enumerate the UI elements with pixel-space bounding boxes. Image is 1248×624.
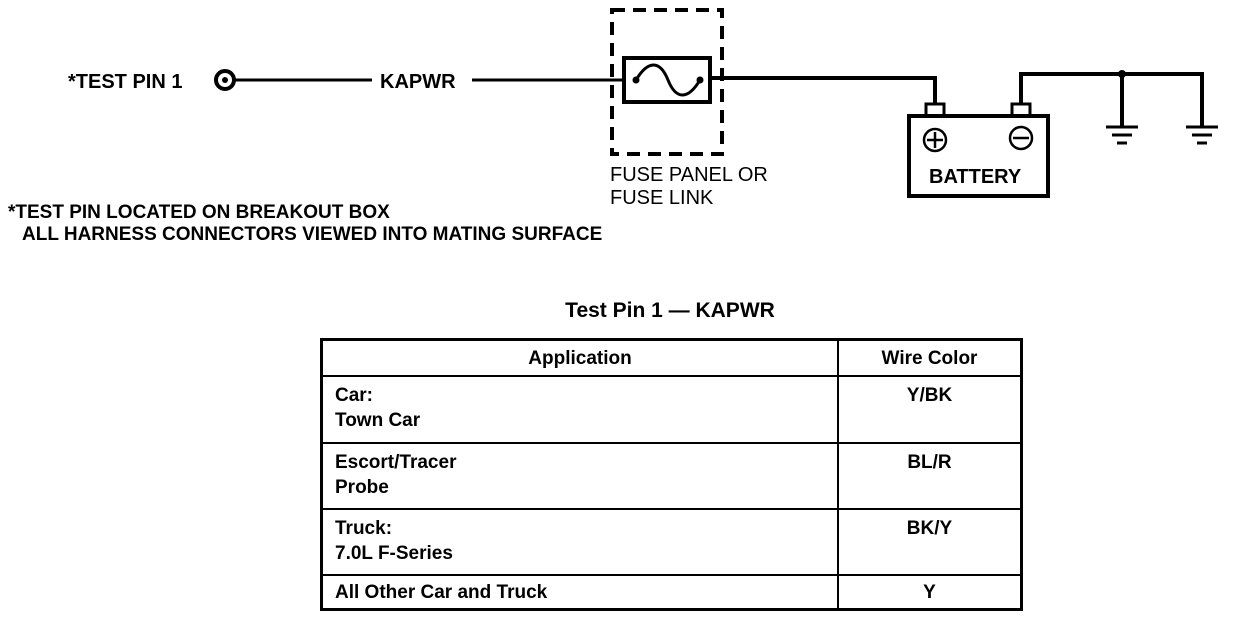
wire-color-cell: BL/R bbox=[837, 442, 1023, 510]
test-pin-label: *TEST PIN 1 bbox=[68, 71, 183, 93]
application-cell: All Other Car and Truck bbox=[320, 574, 839, 611]
application-line: Escort/Tracer bbox=[335, 452, 457, 473]
application-line: Truck: bbox=[335, 518, 393, 539]
table-row: Truck: 7.0L F-Series BK/Y bbox=[320, 508, 1023, 576]
application-line: Town Car bbox=[335, 410, 421, 431]
fuse-panel-dashed-box bbox=[610, 8, 724, 156]
table-row: All Other Car and Truck Y bbox=[320, 574, 1023, 611]
table-title: Test Pin 1 — KAPWR bbox=[565, 299, 775, 322]
application-cell: Truck: 7.0L F-Series bbox=[320, 508, 839, 576]
wire-color-cell: BK/Y bbox=[837, 508, 1023, 576]
ground-icon bbox=[1186, 125, 1218, 145]
application-line: 7.0L F-Series bbox=[335, 543, 453, 564]
wire-color-cell: Y/BK bbox=[837, 375, 1023, 444]
application-cell: Car: Town Car bbox=[320, 375, 839, 444]
table-header-row: Application Wire Color bbox=[320, 338, 1023, 377]
fuse-element-icon bbox=[634, 63, 702, 97]
wire-segment bbox=[1019, 72, 1204, 126]
application-cell: Escort/Tracer Probe bbox=[320, 442, 839, 510]
wire-segment bbox=[710, 76, 937, 104]
fuse-terminal bbox=[696, 76, 704, 84]
header-application: Application bbox=[320, 338, 839, 377]
wiring-diagram bbox=[214, 8, 1218, 198]
battery-label: BATTERY bbox=[929, 166, 1022, 188]
application-line: Probe bbox=[335, 477, 389, 498]
note-line2: ALL HARNESS CONNECTORS VIEWED INTO MATIN… bbox=[22, 224, 603, 245]
header-wire-color: Wire Color bbox=[837, 338, 1023, 377]
note-line1: *TEST PIN LOCATED ON BREAKOUT BOX bbox=[8, 202, 390, 223]
pin-wire-color-table: Application Wire Color Car: Town Car Y/B… bbox=[320, 338, 1023, 611]
wire-label: KAPWR bbox=[380, 71, 456, 93]
table-row: Escort/Tracer Probe BL/R bbox=[320, 442, 1023, 510]
fuse-label-line1: FUSE PANEL OR bbox=[610, 164, 768, 186]
wire-color-cell: Y bbox=[837, 574, 1023, 611]
fuse-terminal bbox=[632, 76, 640, 84]
application-line: All Other Car and Truck bbox=[335, 581, 548, 603]
application-line: Car: bbox=[335, 385, 374, 406]
test-pin-center bbox=[222, 77, 228, 83]
ground-icon bbox=[1106, 125, 1138, 145]
table-row: Car: Town Car Y/BK bbox=[320, 375, 1023, 444]
plus-icon bbox=[922, 127, 948, 153]
fuse-label-line2: FUSE LINK bbox=[610, 187, 714, 209]
minus-icon bbox=[1008, 125, 1034, 151]
